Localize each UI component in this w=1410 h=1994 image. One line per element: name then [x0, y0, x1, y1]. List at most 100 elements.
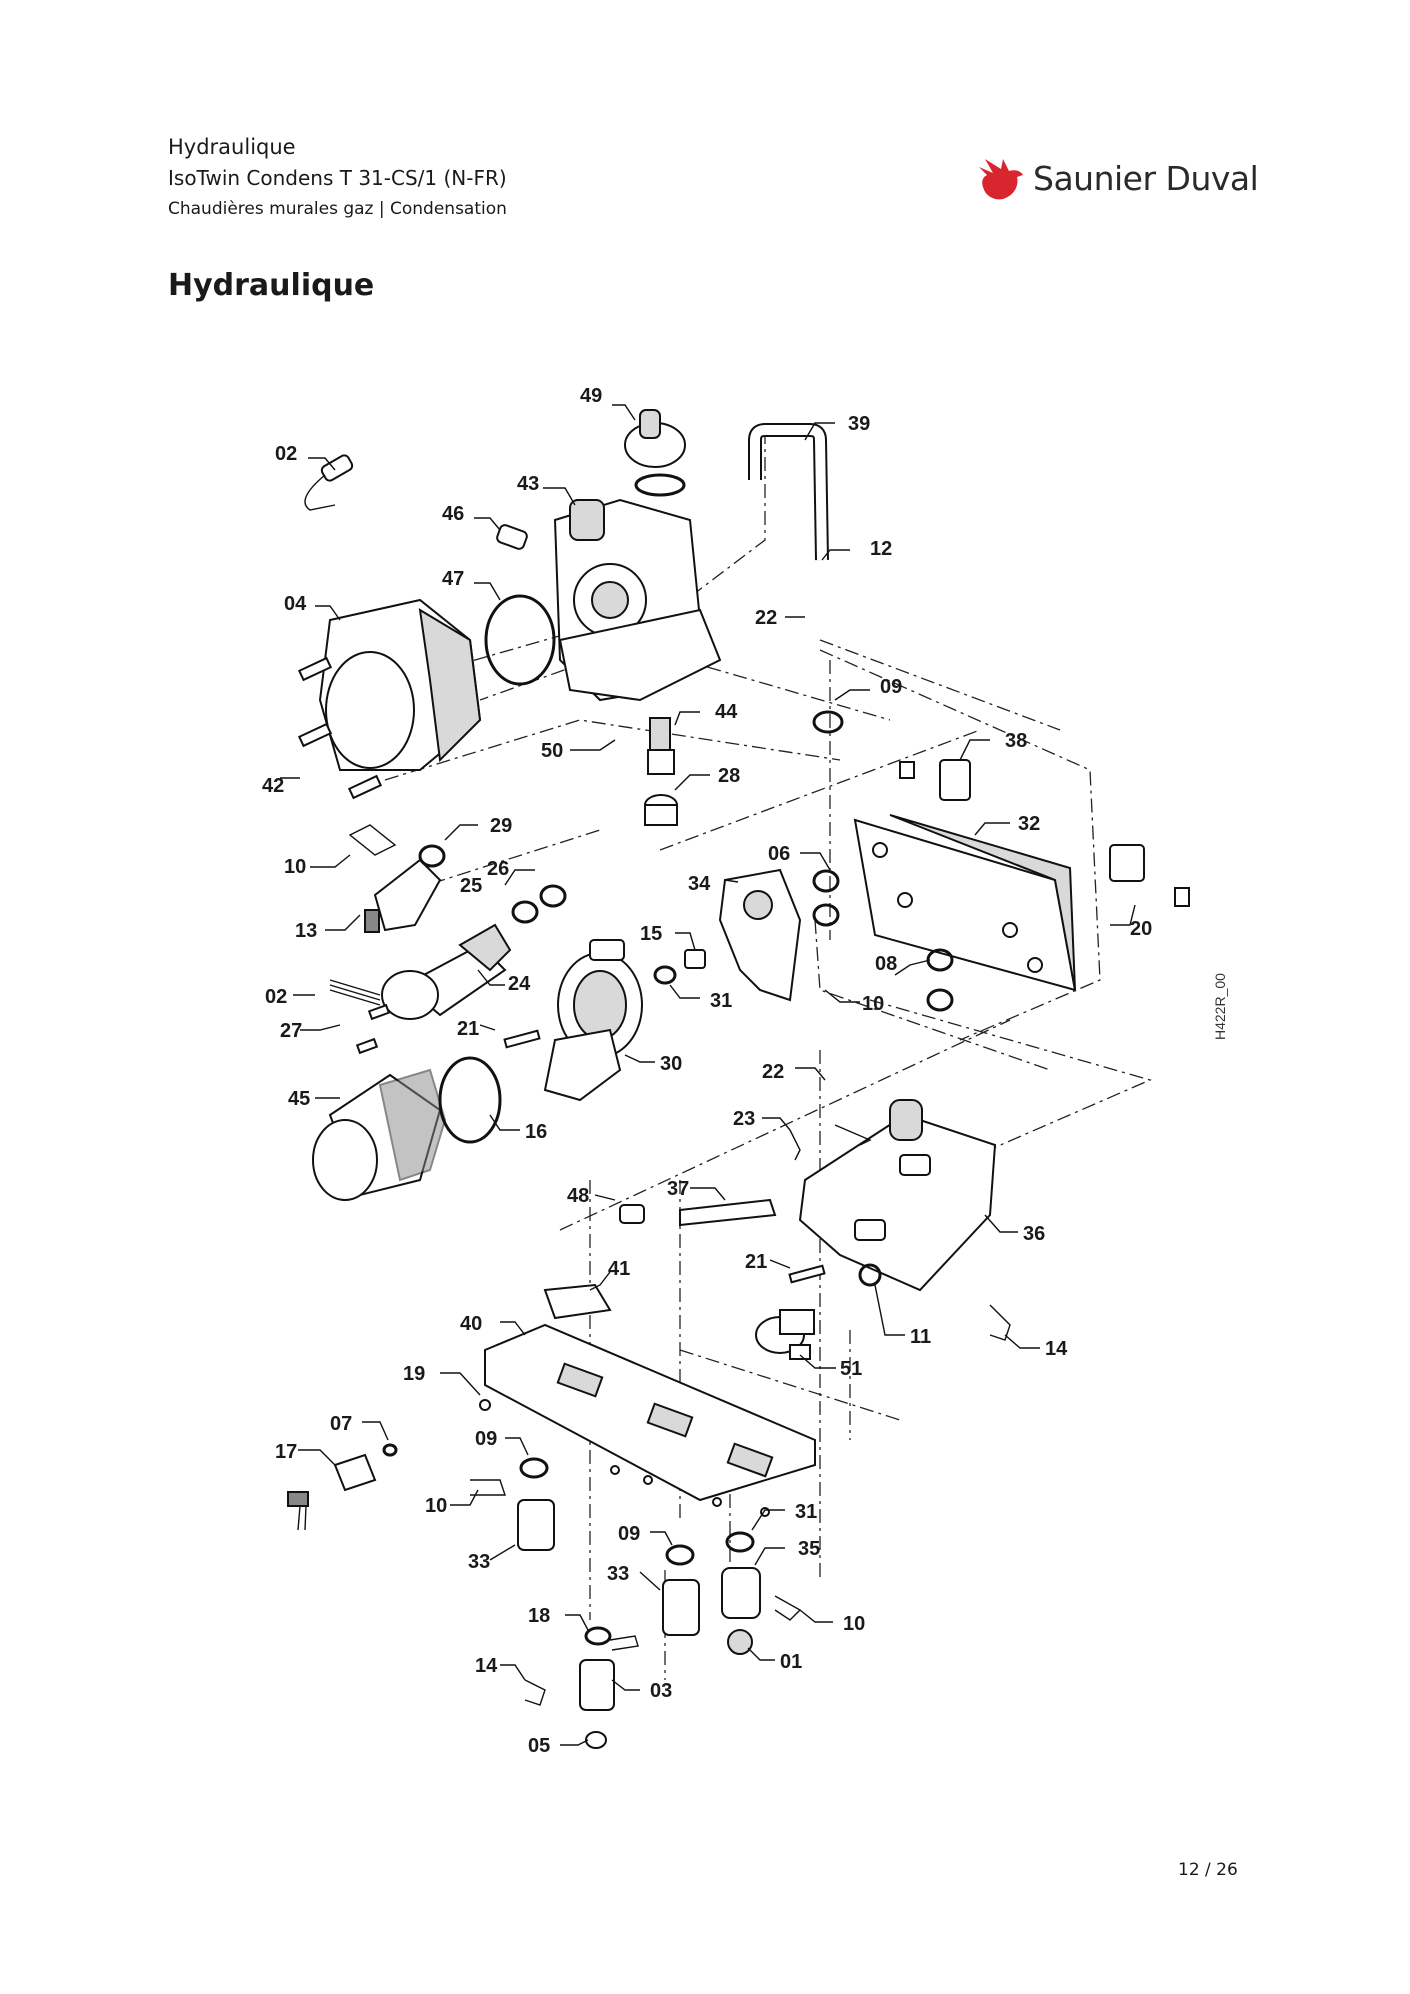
part-13-valve: [348, 824, 446, 933]
brand-name: Saunier Duval: [1033, 158, 1259, 198]
part-41-gasket: [543, 1283, 612, 1320]
label-31b: 31: [795, 1501, 817, 1523]
label-43: 43: [517, 473, 539, 495]
label-28: 28: [718, 765, 740, 787]
label-19: 19: [403, 1363, 425, 1385]
part-40-mounting-plate: [484, 1323, 816, 1502]
label-10c: 10: [425, 1495, 447, 1517]
label-22: 22: [755, 607, 777, 629]
part-35-31-01: [721, 1531, 802, 1655]
label-36: 36: [1023, 1223, 1045, 1245]
label-41: 41: [608, 1258, 630, 1280]
part-33-fittings: [470, 1457, 700, 1636]
label-09c: 09: [618, 1523, 640, 1545]
label-35: 35: [798, 1538, 820, 1560]
part-16-o-ring: [438, 1056, 502, 1144]
label-38: 38: [1005, 730, 1027, 752]
label-05: 05: [528, 1735, 550, 1757]
header-category: Chaudières murales gaz | Condensation: [168, 199, 507, 219]
label-31: 31: [710, 990, 732, 1012]
label-15: 15: [640, 923, 662, 945]
part-30-pump-housing: [543, 939, 643, 1102]
part-34-valve-block: [718, 868, 802, 1002]
part-number-labels: 49 39 02 43 46 12 47 22 04 09 44 38 50 2…: [262, 385, 1152, 1757]
label-12: 12: [870, 538, 892, 560]
label-04: 04: [284, 593, 307, 615]
label-44: 44: [715, 701, 738, 723]
label-06: 06: [768, 843, 790, 865]
label-14: 14: [1045, 1338, 1068, 1360]
label-21b: 21: [745, 1251, 767, 1273]
label-30: 30: [660, 1053, 682, 1075]
part-15-31: [653, 949, 706, 985]
part-48-37: [619, 1198, 777, 1227]
header-model: IsoTwin Condens T 31-CS/1 (N-FR): [168, 166, 507, 190]
mounting-screws: [610, 1465, 770, 1517]
label-13: 13: [295, 920, 317, 942]
part-36-hydraulic-block: [798, 1099, 997, 1292]
label-22b: 22: [762, 1061, 784, 1083]
label-45: 45: [288, 1088, 310, 1110]
section-title: Hydraulique: [168, 268, 375, 303]
label-10d: 10: [843, 1613, 865, 1635]
part-45-pump-motor: [312, 1068, 447, 1201]
part-46-sensor: [496, 524, 528, 550]
part-22-23-clips: [789, 1124, 872, 1161]
label-25: 25: [460, 875, 482, 897]
label-02: 02: [275, 443, 297, 465]
label-09: 09: [880, 676, 902, 698]
brand-logo: Saunier Duval: [975, 155, 1259, 201]
part-47-o-ring: [484, 594, 556, 686]
part-24-diverter: [381, 884, 567, 1020]
label-50: 50: [541, 740, 563, 762]
label-48: 48: [567, 1185, 589, 1207]
label-37: 37: [667, 1178, 689, 1200]
part-09-ring: [812, 710, 844, 734]
label-08: 08: [875, 953, 897, 975]
label-14b: 14: [475, 1655, 498, 1677]
label-09b: 09: [475, 1428, 497, 1450]
part-18-03-05-14: [524, 1626, 639, 1749]
label-32: 32: [1018, 813, 1040, 835]
label-33: 33: [468, 1551, 490, 1573]
part-02-sensor-wire-top: [304, 454, 354, 511]
label-02b: 02: [265, 986, 287, 1008]
part-06-08-seals: [812, 869, 954, 1012]
part-51-elbow: [755, 1309, 815, 1360]
label-33b: 33: [607, 1563, 629, 1585]
label-01: 01: [780, 1651, 802, 1673]
part-44-spring-28-cap: [644, 717, 678, 826]
label-49: 49: [580, 385, 602, 407]
label-47: 47: [442, 568, 464, 590]
label-51: 51: [840, 1358, 862, 1380]
label-10: 10: [284, 856, 306, 878]
label-20: 20: [1130, 918, 1152, 940]
label-46: 46: [442, 503, 464, 525]
part-39-tube: [748, 423, 829, 561]
part-19-07-17: [287, 1399, 491, 1531]
part-11-ring: [858, 1263, 882, 1287]
label-07: 07: [330, 1413, 352, 1435]
label-40: 40: [460, 1313, 482, 1335]
label-17: 17: [275, 1441, 297, 1463]
label-29: 29: [490, 815, 512, 837]
part-21-screw-lower: [788, 1264, 826, 1284]
label-18: 18: [528, 1605, 550, 1627]
header-title: Hydraulique: [168, 135, 296, 159]
drawing-reference: H422R_00: [1212, 973, 1228, 1040]
label-23: 23: [733, 1108, 755, 1130]
label-39: 39: [848, 413, 870, 435]
leader-lines: [280, 404, 1136, 1746]
part-49-air-vent: [624, 409, 686, 497]
part-43-pump-body: [553, 498, 722, 702]
part-02-wires-27-screws: [329, 979, 391, 1055]
part-42-screws: [297, 656, 383, 800]
label-26: 26: [487, 858, 509, 880]
document-header: Hydraulique IsoTwin Condens T 31-CS/1 (N…: [168, 132, 507, 224]
label-27: 27: [280, 1020, 302, 1042]
label-24: 24: [508, 973, 531, 995]
label-10b: 10: [862, 993, 884, 1015]
label-16: 16: [525, 1121, 547, 1143]
label-21: 21: [457, 1018, 479, 1040]
